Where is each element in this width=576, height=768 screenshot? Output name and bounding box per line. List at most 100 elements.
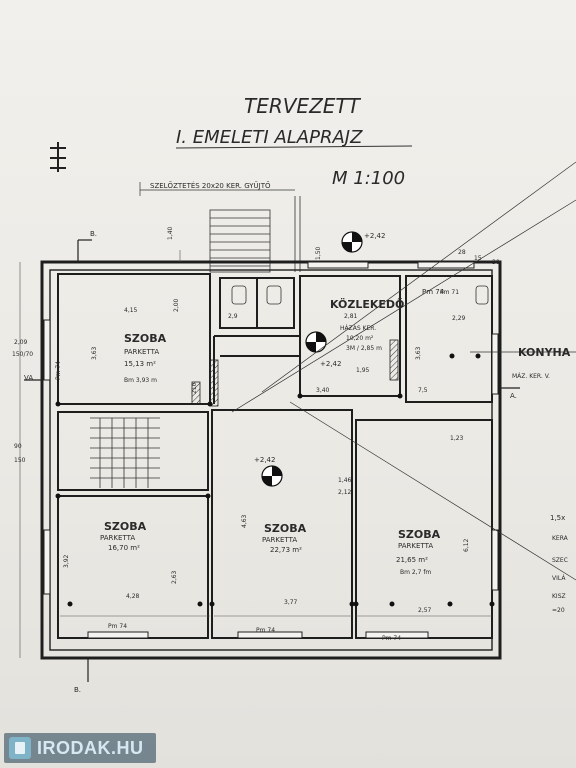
svg-text:PARKETTA: PARKETTA xyxy=(262,536,297,544)
svg-text:2,81: 2,81 xyxy=(344,313,358,320)
svg-text:HÁZAS KER.: HÁZAS KER. xyxy=(340,325,376,332)
svg-text:KISZ: KISZ xyxy=(552,593,566,600)
hatched-wall xyxy=(389,339,399,381)
svg-text:PARKETTA: PARKETTA xyxy=(100,534,135,542)
svg-text:Pm 74: Pm 74 xyxy=(108,623,127,630)
scale-label: M 1:100 xyxy=(332,168,405,189)
svg-text:1,5x: 1,5x xyxy=(550,514,565,522)
svg-text:3,63: 3,63 xyxy=(415,346,422,360)
structure-dots xyxy=(55,353,495,607)
svg-text:3M / 2,85 m: 3M / 2,85 m xyxy=(346,345,382,352)
svg-text:+2,42: +2,42 xyxy=(254,456,275,464)
svg-text:2,29: 2,29 xyxy=(452,315,466,322)
svg-text:1,50: 1,50 xyxy=(315,246,322,260)
top-staircase xyxy=(209,196,301,273)
room-szoba-sw: SZOBA PARKETTA 16,70 m² xyxy=(100,520,147,552)
svg-text:VILÁ: VILÁ xyxy=(552,575,566,582)
interior-walls xyxy=(57,273,493,639)
kitchen-label: KONYHA MÁZ. KER. V. xyxy=(470,346,576,380)
section-a-right: A. xyxy=(510,392,517,400)
section-markers xyxy=(24,239,520,682)
svg-text:28: 28 xyxy=(458,249,466,256)
svg-text:3,63: 3,63 xyxy=(91,346,98,360)
svg-text:1,23: 1,23 xyxy=(450,435,464,442)
svg-text:Bm 3,93 m: Bm 3,93 m xyxy=(124,377,157,384)
svg-text:SZOBA: SZOBA xyxy=(264,522,307,535)
leader-lines xyxy=(231,161,576,581)
svg-text:=20: =20 xyxy=(552,607,565,614)
svg-text:2,63: 2,63 xyxy=(171,570,178,584)
section-b-top: B. xyxy=(90,230,97,238)
svg-text:SZELŐZTETÉS 20x20 KER. GYŰJTŐ: SZELŐZTETÉS 20x20 KER. GYŰJTŐ xyxy=(150,181,271,190)
svg-text:90: 90 xyxy=(14,443,22,450)
svg-text:4,63: 4,63 xyxy=(241,514,248,528)
svg-text:150: 150 xyxy=(14,457,26,464)
level-marker-top: +2,42 xyxy=(341,231,385,253)
title-block: TERVEZETT I. EMELETI ALAPRAJZ M 1:100 xyxy=(175,94,413,189)
svg-text:PARKETTA: PARKETTA xyxy=(398,542,433,550)
section-a-left: VA xyxy=(24,374,33,382)
svg-text:SZOBA: SZOBA xyxy=(398,528,441,541)
title-line-2: I. EMELETI ALAPRAJZ xyxy=(176,127,363,148)
svg-text:7,5: 7,5 xyxy=(418,387,428,394)
svg-text:SZOBA: SZOBA xyxy=(124,332,167,345)
svg-text:SZEC: SZEC xyxy=(552,557,568,564)
svg-text:10,20 m²: 10,20 m² xyxy=(346,335,374,342)
svg-text:21,65 m²: 21,65 m² xyxy=(396,556,428,564)
svg-text:2,00: 2,00 xyxy=(173,298,180,312)
svg-text:4,15: 4,15 xyxy=(124,307,138,314)
outer-walls xyxy=(40,260,502,660)
level-marker-hall: +2,42 xyxy=(305,331,341,368)
svg-text:Pm 74: Pm 74 xyxy=(382,635,401,642)
svg-text:3,40: 3,40 xyxy=(316,387,330,394)
svg-text:30: 30 xyxy=(492,259,500,266)
svg-text:+2,42: +2,42 xyxy=(364,232,385,240)
svg-text:2,09: 2,09 xyxy=(14,339,28,346)
building-icon xyxy=(9,737,31,759)
room-szoba-se: SZOBA PARKETTA 21,65 m² Bm 2,7 fm xyxy=(396,528,441,576)
svg-text:15,13 m²: 15,13 m² xyxy=(124,360,156,368)
room-pm-ne: Pm 74 xyxy=(422,288,445,296)
svg-text:150/70: 150/70 xyxy=(12,351,33,358)
svg-text:KÖZLEKEDŐ: KÖZLEKEDŐ xyxy=(330,297,404,311)
svg-text:3,92: 3,92 xyxy=(63,554,70,568)
svg-text:Pm 74: Pm 74 xyxy=(55,361,62,380)
watermark-brand: IRODAK.HU xyxy=(37,737,144,758)
svg-text:1,95: 1,95 xyxy=(356,367,370,374)
north-arrow-icon xyxy=(50,142,66,172)
ventilation-note: SZELŐZTETÉS 20x20 KER. GYŰJTŐ xyxy=(139,181,295,196)
windows xyxy=(43,261,499,639)
room-szoba-nw: SZOBA PARKETTA 15,13 m² Bm 3,93 m xyxy=(124,332,167,384)
bathroom-fixtures xyxy=(231,285,489,305)
svg-text:2,57: 2,57 xyxy=(418,607,432,614)
section-b-bottom: B. xyxy=(74,686,81,694)
svg-text:6,12: 6,12 xyxy=(463,538,470,552)
svg-text:16,70 m²: 16,70 m² xyxy=(108,544,140,552)
svg-text:KONYHA: KONYHA xyxy=(518,346,571,359)
dimension-labels: 1,40 4,15 3,63 2,00 2,81 2,29 3,63 1,95 … xyxy=(12,226,500,642)
svg-text:PARKETTA: PARKETTA xyxy=(124,348,159,356)
svg-text:Pm 74: Pm 74 xyxy=(256,627,275,634)
svg-text:210: 210 xyxy=(191,382,198,394)
svg-text:SZOBA: SZOBA xyxy=(104,520,147,533)
svg-text:Bm 2,7 fm: Bm 2,7 fm xyxy=(400,569,431,576)
svg-text:2,9: 2,9 xyxy=(228,313,238,320)
svg-text:15: 15 xyxy=(474,255,482,262)
level-marker-main: +2,42 xyxy=(254,456,283,487)
svg-text:1,46: 1,46 xyxy=(338,477,352,484)
svg-text:3,77: 3,77 xyxy=(284,599,298,606)
dimension-lines xyxy=(19,250,492,658)
svg-text:2,12: 2,12 xyxy=(338,489,352,496)
svg-text:MÁZ. KER. V.: MÁZ. KER. V. xyxy=(512,373,550,380)
title-line-1: TERVEZETT xyxy=(244,94,362,118)
svg-text:+2,42: +2,42 xyxy=(320,360,341,368)
right-edge-note: 1,5x KERA SZEC VILÁ KISZ =20 xyxy=(550,514,569,614)
svg-text:Pm 71: Pm 71 xyxy=(440,289,459,296)
hatched-wall xyxy=(191,381,201,405)
hatched-wall xyxy=(209,359,219,407)
room-szoba-mid: SZOBA PARKETTA 22,73 m² xyxy=(262,522,307,554)
svg-text:22,73 m²: 22,73 m² xyxy=(270,546,302,554)
svg-text:1,40: 1,40 xyxy=(167,226,174,240)
